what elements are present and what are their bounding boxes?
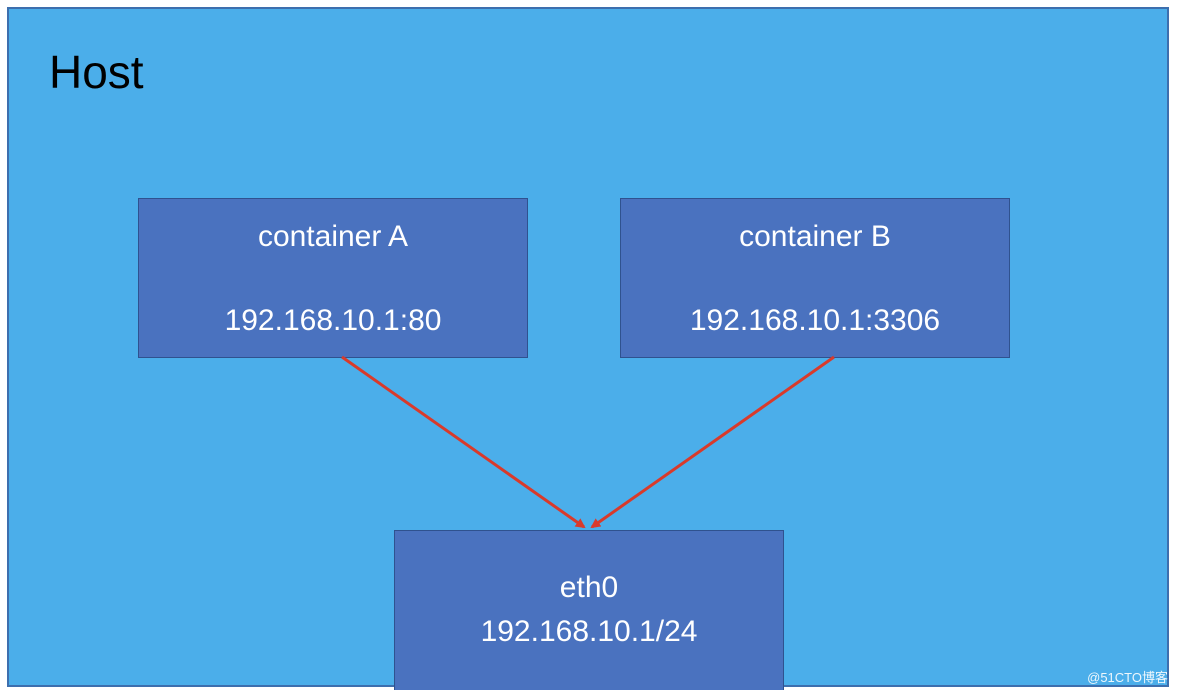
container-b-address: 192.168.10.1:3306: [689, 304, 941, 337]
container-b-node: container B 192.168.10.1:3306: [620, 198, 1010, 358]
container-b-name: container B: [739, 220, 891, 253]
eth0-name: eth0: [559, 571, 619, 604]
container-a-address: 192.168.10.1:80: [224, 304, 442, 337]
eth0-address: 192.168.10.1/24: [480, 615, 698, 648]
eth0-node: eth0 192.168.10.1/24: [394, 530, 784, 690]
watermark-text: @51CTO博客: [1087, 670, 1168, 685]
container-a-node: container A 192.168.10.1:80: [138, 198, 528, 358]
container-a-name: container A: [257, 220, 409, 253]
host-title: Host: [49, 46, 144, 98]
